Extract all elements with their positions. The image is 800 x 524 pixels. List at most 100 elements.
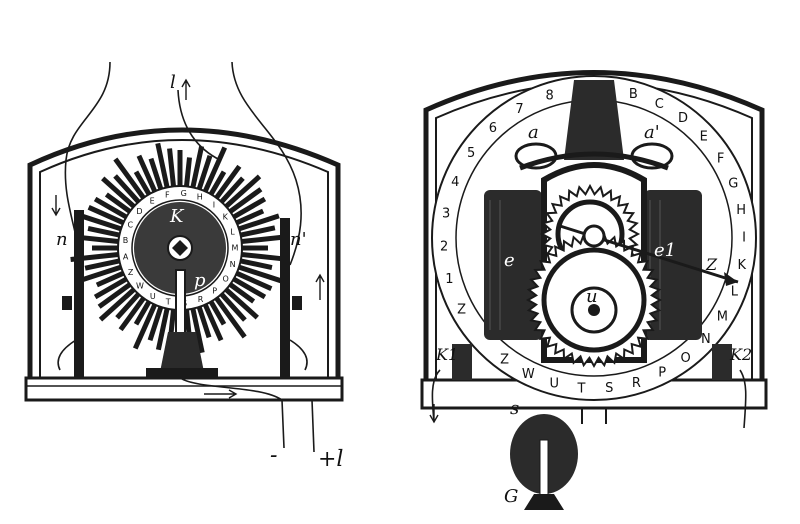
- coil-e1: [644, 190, 702, 340]
- dial-letter: P: [212, 287, 217, 296]
- right-apparatus: 987654321ZABCDEFGHIKLMNOPRSTUWZ: [420, 70, 768, 510]
- dial-ray: [80, 264, 122, 283]
- dial-letter: B: [629, 87, 638, 102]
- dial-ray: [241, 234, 290, 245]
- label-terminal-k2: K2: [729, 345, 752, 364]
- dial-number: 4: [451, 175, 459, 190]
- dial-ray: [235, 270, 273, 291]
- label-terminal-k1: K1: [435, 345, 458, 364]
- dial-letter: O: [223, 275, 229, 284]
- dial-letter: R: [632, 376, 641, 391]
- dial-letter: L: [731, 285, 739, 300]
- dial-number: Z: [457, 302, 466, 317]
- left-apparatus: ABCDEFGHIKLMNOPRSTUWZ987654321Z l n n' K…: [24, 61, 344, 472]
- label-pointer-z: Z: [705, 255, 718, 274]
- gear-rim: [541, 247, 647, 353]
- label-lower-p: p: [194, 270, 206, 291]
- dial-ray: [238, 264, 283, 284]
- dial-letter: U: [150, 292, 156, 301]
- dial-letter: G: [181, 189, 187, 198]
- dial-letter: U: [549, 377, 559, 392]
- label-magnet-a: a: [528, 122, 539, 143]
- right-dial-characters: 987654321ZABCDEFGHIKLMNOPRSTUWZ: [440, 82, 746, 396]
- dial-letter: Z: [500, 352, 509, 367]
- dial-ray: [238, 213, 280, 232]
- label-plus-l: +l: [318, 447, 343, 472]
- dial-ray: [202, 303, 224, 342]
- dial-letter: S: [605, 381, 613, 396]
- dial-letter: B: [123, 236, 129, 245]
- label-coil-e: e: [504, 250, 515, 271]
- dial-ray: [113, 157, 146, 200]
- dial-letter: W: [522, 367, 535, 382]
- dial-letter: O: [680, 351, 690, 366]
- dial-ray: [224, 174, 262, 209]
- dial-ray: [228, 282, 256, 304]
- dial-number: 6: [489, 121, 497, 136]
- dial-ray: [241, 251, 281, 262]
- dial-ray: [232, 276, 267, 300]
- dial-ray: [196, 306, 212, 339]
- dial-letter: C: [655, 97, 664, 112]
- dial-ray: [155, 308, 170, 351]
- dial-ray: [70, 251, 119, 262]
- right-cabinet-frame: [423, 70, 765, 400]
- left-wire-1: [64, 61, 111, 263]
- dial-letter: E: [700, 130, 708, 145]
- dial-number: 3: [442, 207, 450, 222]
- dial-letter: F: [165, 190, 170, 199]
- dial-ray: [115, 292, 141, 320]
- dial-letter: H: [736, 203, 746, 218]
- terminal-k1: [452, 344, 472, 380]
- dial-letter: G: [728, 176, 738, 191]
- dial-letter: N: [230, 260, 236, 269]
- dial-letter: E: [150, 197, 155, 206]
- dial-letter: L: [230, 227, 235, 236]
- dial-ray: [93, 196, 128, 220]
- label-top-wire-l: l: [170, 72, 176, 93]
- dial-ray: [202, 146, 228, 193]
- left-post-n: [74, 210, 84, 378]
- dial-number: 5: [467, 146, 475, 161]
- dial-letter: A: [123, 253, 129, 262]
- dial-ray: [97, 282, 132, 309]
- dial-letter: N: [701, 332, 711, 347]
- dial-ray: [95, 270, 125, 288]
- dial-letter: F: [717, 152, 724, 167]
- left-base: [24, 376, 344, 402]
- dial-number: 2: [440, 239, 448, 254]
- left-dial-rays: [70, 142, 290, 354]
- top-bracket: [564, 80, 624, 160]
- left-wire-2: [231, 61, 302, 266]
- label-coil-n: n: [56, 229, 68, 250]
- right-post-n-prime: [280, 218, 290, 378]
- dial-number: 8: [546, 89, 554, 104]
- dial-ray: [232, 196, 267, 220]
- dial-letter: I: [213, 201, 215, 210]
- bottom-wire-minus: [179, 377, 285, 449]
- dial-ray: [235, 208, 265, 226]
- dial-ray: [132, 303, 158, 350]
- label-magnet-a-prime: a': [644, 122, 660, 143]
- dial-ray: [147, 306, 164, 342]
- dial-number: 1: [445, 272, 453, 287]
- dial-letter: M: [232, 244, 239, 253]
- dial-ray: [87, 226, 120, 238]
- label-hub-u: u: [586, 286, 598, 307]
- dial-letter: K: [737, 258, 746, 273]
- label-minus: -: [270, 443, 277, 468]
- label-center-k: K: [169, 206, 185, 227]
- dial-letter: K: [223, 213, 229, 222]
- label-weight-g: G: [504, 486, 518, 507]
- dial-letter: D: [136, 207, 142, 216]
- dial-ray: [219, 176, 245, 204]
- dial-letter: C: [127, 221, 133, 230]
- dial-ray: [133, 170, 152, 196]
- dial-ray: [155, 142, 170, 188]
- dial-ray: [87, 205, 125, 226]
- bottom-wire-plus: [311, 399, 315, 453]
- dial-ray: [101, 176, 136, 209]
- dial-ray: [196, 154, 213, 190]
- dial-ray: [190, 145, 205, 188]
